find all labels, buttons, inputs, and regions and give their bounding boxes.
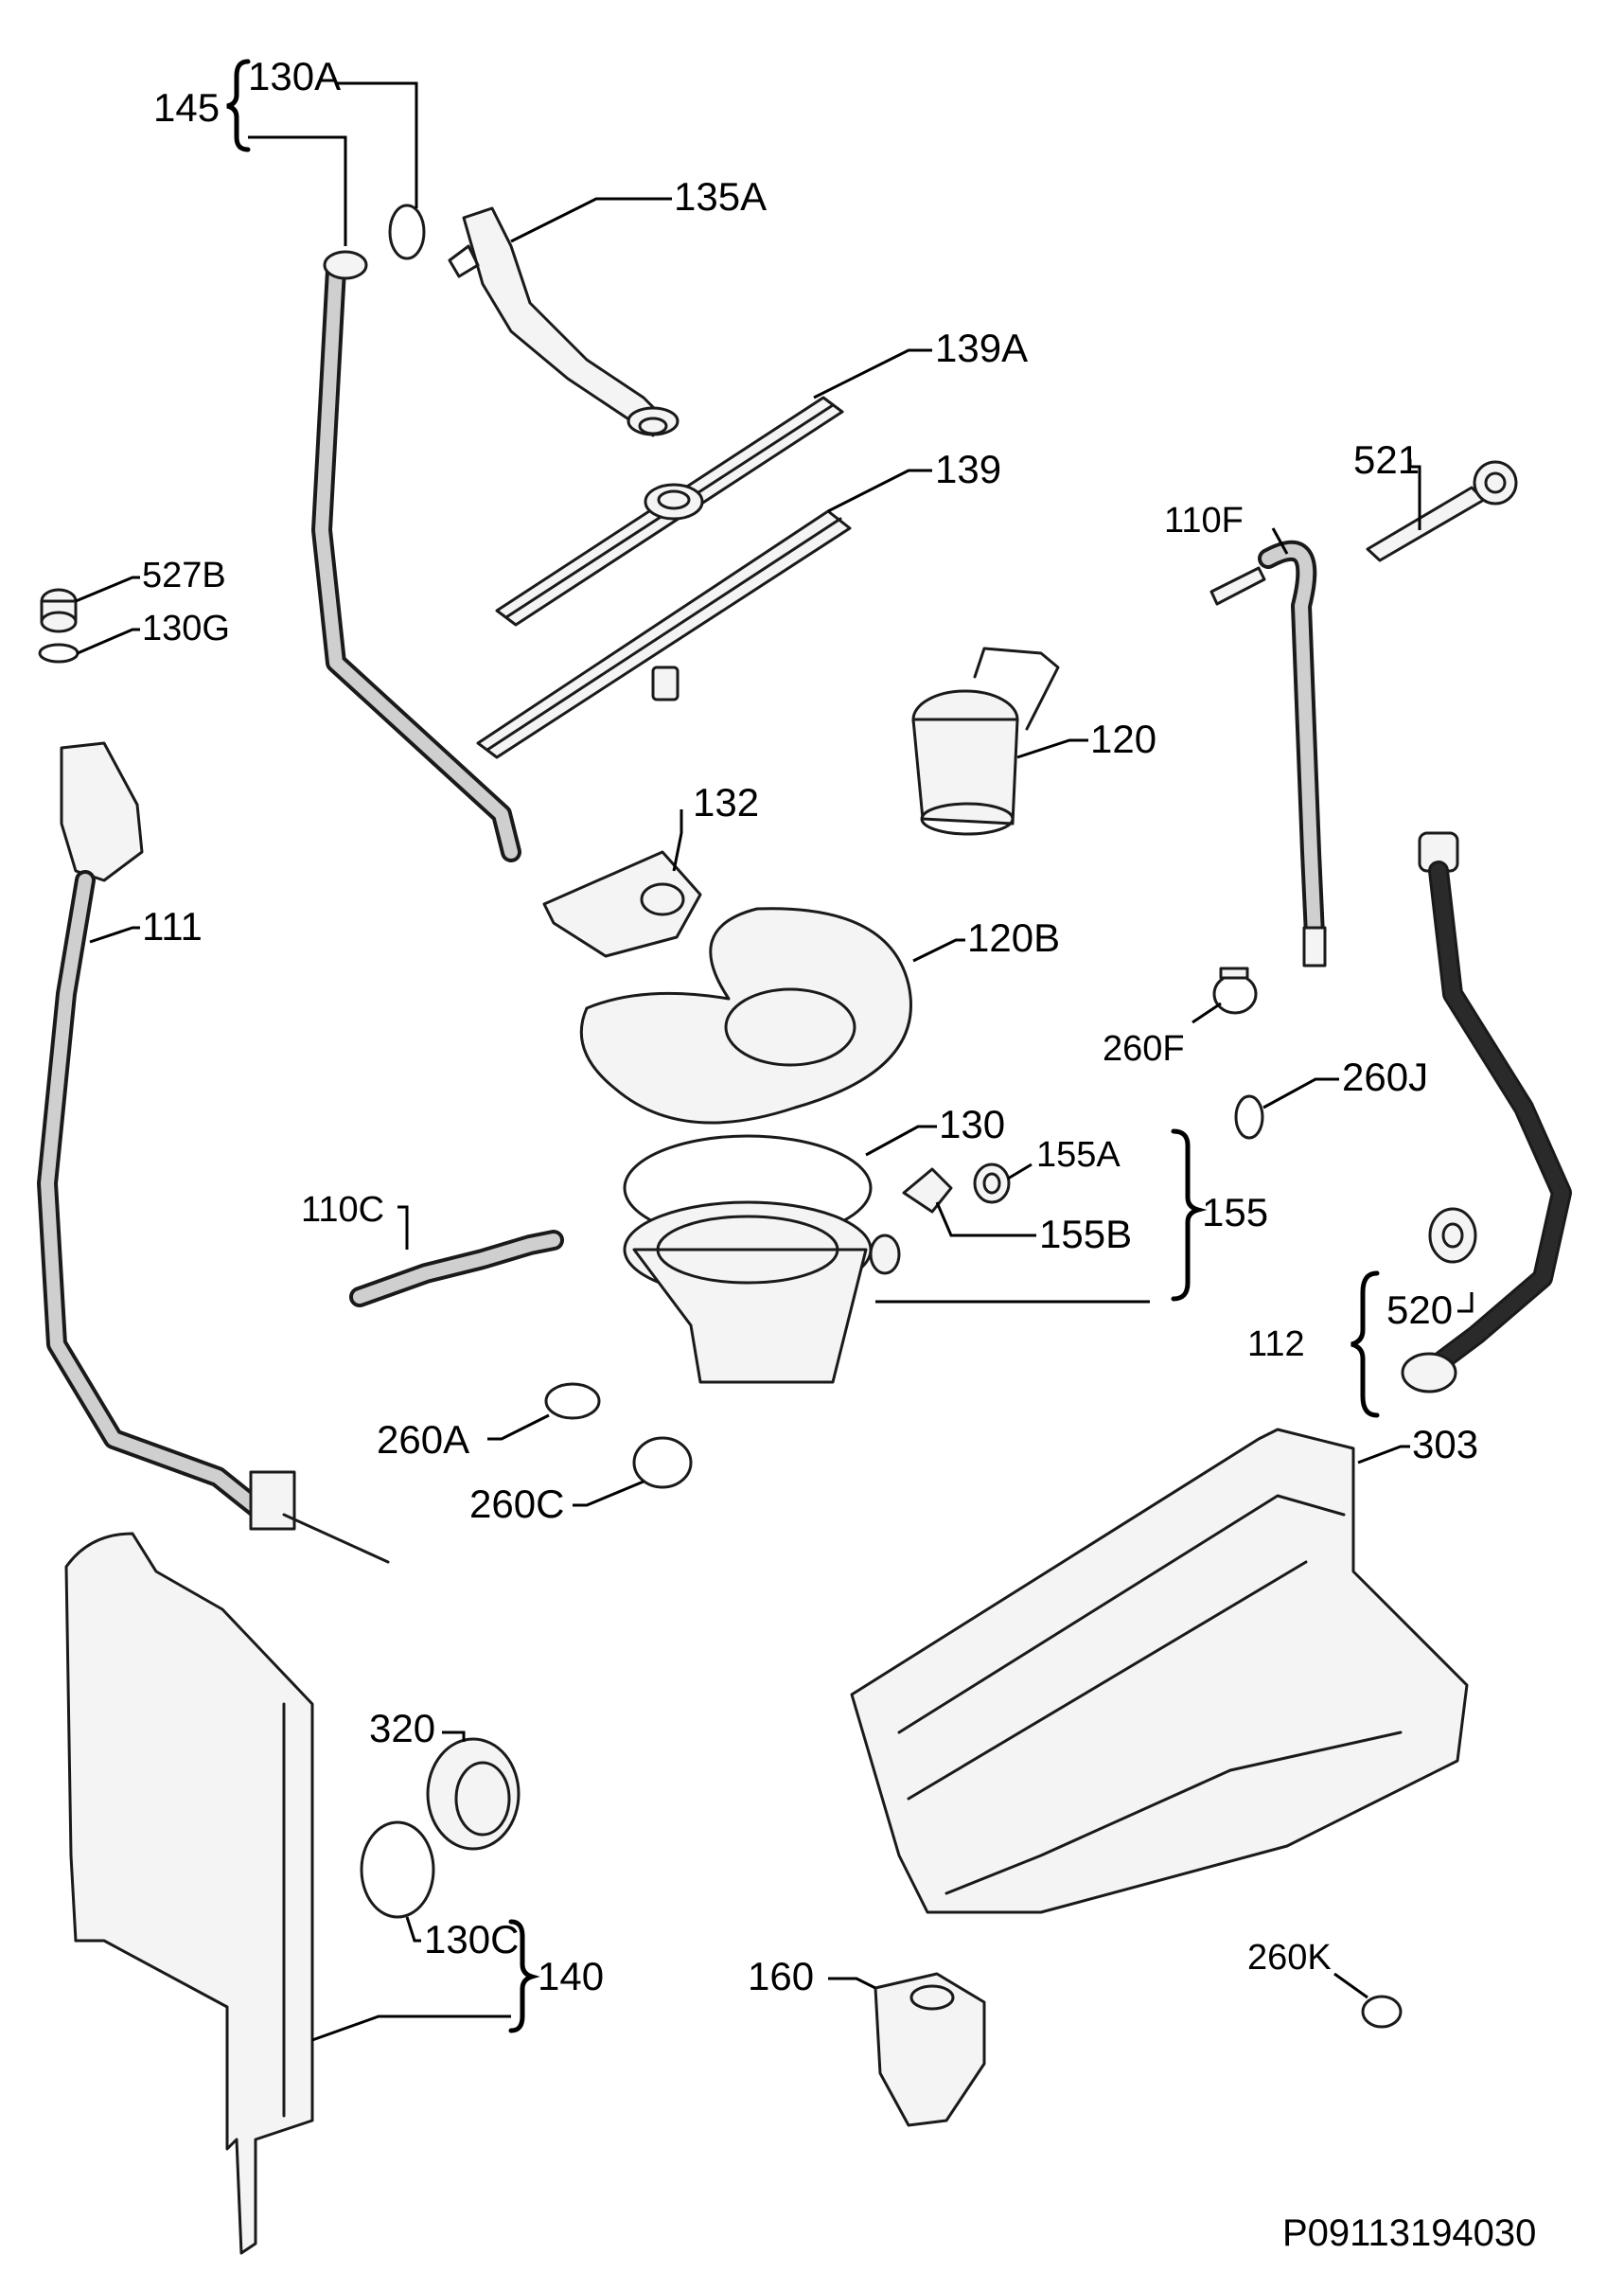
part-145-spray-pipe[interactable] bbox=[311, 250, 521, 862]
leader-130 bbox=[865, 1125, 937, 1157]
leader-130a bbox=[336, 81, 418, 208]
label-155b: 155B bbox=[1039, 1212, 1132, 1256]
part-520-fitting[interactable] bbox=[1428, 1207, 1477, 1264]
part-260k-clamp[interactable] bbox=[1361, 1995, 1403, 2029]
part-155-sump-assembly[interactable] bbox=[623, 1200, 901, 1384]
leader-130c bbox=[405, 1916, 421, 1943]
part-521-tool[interactable] bbox=[1366, 460, 1518, 562]
leader-155a bbox=[1007, 1163, 1033, 1180]
label-520: 520 bbox=[1386, 1287, 1453, 1332]
part-130c-ring[interactable] bbox=[360, 1820, 435, 1919]
leader-260a bbox=[487, 1413, 550, 1441]
leader-111 bbox=[89, 926, 140, 944]
part-132-bracket[interactable] bbox=[542, 850, 702, 958]
leader-120b bbox=[912, 938, 965, 963]
label-110f: 110F bbox=[1164, 501, 1244, 541]
part-260a-clamp[interactable] bbox=[544, 1382, 601, 1420]
label-260k: 260K bbox=[1247, 1938, 1332, 1978]
part-260j-clamp[interactable] bbox=[1234, 1094, 1264, 1140]
leader-260c bbox=[573, 1480, 644, 1507]
label-260f: 260F bbox=[1103, 1029, 1185, 1069]
label-110c: 110C bbox=[301, 1190, 384, 1230]
label-527b: 527B bbox=[142, 556, 226, 595]
diagram-code: P09113194030 bbox=[1282, 2212, 1536, 2254]
brace-145 bbox=[226, 59, 251, 152]
label-139a: 139A bbox=[935, 326, 1028, 370]
part-130a-o-ring[interactable] bbox=[388, 204, 426, 260]
label-155a: 155A bbox=[1036, 1135, 1121, 1175]
part-112-drain-hose[interactable] bbox=[1401, 831, 1572, 1393]
label-160: 160 bbox=[748, 1954, 814, 1998]
part-110c-hose[interactable] bbox=[349, 1230, 564, 1307]
part-527b-cap[interactable] bbox=[40, 588, 78, 633]
part-155b-nonreturn[interactable] bbox=[902, 1167, 953, 1214]
brace-112 bbox=[1350, 1270, 1380, 1418]
label-521: 521 bbox=[1353, 437, 1420, 482]
label-130c: 130C bbox=[424, 1917, 519, 1961]
label-320: 320 bbox=[369, 1706, 435, 1750]
part-130g-seal[interactable] bbox=[38, 643, 79, 664]
part-120b-filter-plate[interactable] bbox=[579, 907, 912, 1125]
leader-120 bbox=[1016, 738, 1088, 759]
leader-135a bbox=[510, 197, 672, 243]
leader-303 bbox=[1357, 1445, 1410, 1464]
leader-527b bbox=[75, 576, 140, 603]
label-130: 130 bbox=[939, 1102, 1005, 1146]
part-303-base[interactable] bbox=[850, 1428, 1469, 1914]
label-303: 303 bbox=[1412, 1422, 1478, 1466]
leader-139a bbox=[813, 348, 932, 399]
leader-160 bbox=[828, 1977, 876, 1990]
leader-155b bbox=[935, 1201, 1036, 1237]
part-111-inlet-hose[interactable] bbox=[37, 741, 390, 1564]
leader-130g bbox=[77, 628, 140, 655]
label-260a: 260A bbox=[377, 1417, 469, 1462]
part-139-lower-spray-arm[interactable] bbox=[476, 509, 852, 759]
leader-139 bbox=[827, 469, 932, 513]
leader-110f bbox=[1271, 527, 1289, 555]
leader-520 bbox=[1457, 1292, 1474, 1313]
brace-155 bbox=[1171, 1128, 1208, 1302]
label-120: 120 bbox=[1090, 717, 1156, 761]
part-320-seal[interactable] bbox=[426, 1737, 521, 1851]
part-260f-clamp[interactable] bbox=[1212, 967, 1258, 1015]
label-135a: 135A bbox=[674, 174, 767, 219]
part-160-pump[interactable] bbox=[874, 1972, 986, 2127]
part-140-housing[interactable] bbox=[64, 1532, 314, 2255]
label-155: 155 bbox=[1202, 1190, 1268, 1234]
leader-320 bbox=[442, 1731, 466, 1742]
label-260c: 260C bbox=[469, 1482, 564, 1526]
label-140: 140 bbox=[538, 1954, 604, 1998]
label-260j: 260J bbox=[1342, 1055, 1428, 1099]
part-155a-connector[interactable] bbox=[973, 1163, 1011, 1204]
leader-260f bbox=[1192, 1002, 1222, 1024]
leader-260j bbox=[1262, 1077, 1339, 1109]
brace-140 bbox=[508, 1919, 540, 2033]
label-130a: 130A bbox=[248, 54, 341, 98]
part-260c-clamp[interactable] bbox=[632, 1436, 693, 1489]
label-139: 139 bbox=[935, 447, 1001, 491]
part-120-filter[interactable] bbox=[911, 647, 1060, 836]
label-120b: 120B bbox=[967, 915, 1060, 960]
leader-260k bbox=[1333, 1972, 1368, 1999]
leader-132 bbox=[672, 809, 683, 872]
leader-145-pipe bbox=[248, 135, 347, 246]
part-139a-upper-spray-arm[interactable] bbox=[495, 396, 844, 627]
part-110f-hose[interactable] bbox=[1209, 540, 1327, 967]
label-145: 145 bbox=[153, 85, 220, 130]
leader-140-housing bbox=[311, 2015, 511, 2042]
label-132: 132 bbox=[693, 780, 759, 825]
label-111: 111 bbox=[142, 904, 203, 949]
part-135a-upper-pipe[interactable] bbox=[448, 206, 680, 437]
label-112: 112 bbox=[1247, 1324, 1305, 1364]
leader-110c bbox=[397, 1205, 409, 1250]
leader-521 bbox=[1408, 459, 1421, 530]
label-130g: 130G bbox=[142, 609, 230, 648]
